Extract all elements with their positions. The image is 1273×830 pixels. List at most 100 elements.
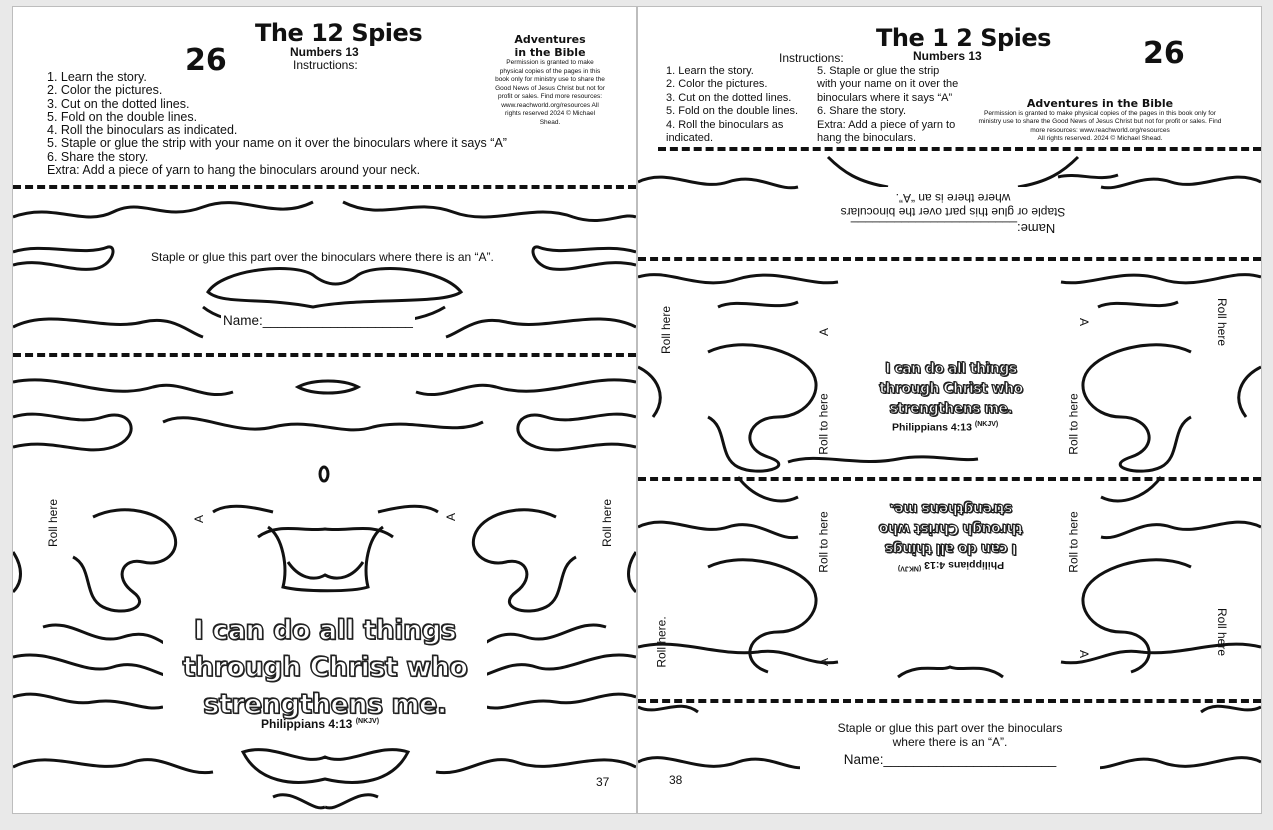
- verse-ref-text: Philippians 4:13: [261, 717, 353, 731]
- verse-reference-lower: Philippians 4:13 (NKJV): [853, 559, 1049, 572]
- verse-version: (NKJV): [355, 718, 380, 725]
- header-panel: [638, 7, 1261, 145]
- brand-block: Adventures in the Bible Permission is gr…: [489, 33, 611, 127]
- verse-box-lower: [853, 499, 1049, 581]
- page-number: 37: [593, 775, 613, 789]
- instruction-item: 5. Fold on the double lines.: [666, 105, 799, 118]
- flipped-strip-line: where there is an “A”.: [895, 191, 1011, 205]
- permission-line: Shead.: [539, 118, 561, 126]
- brand-line-2: in the Bible: [514, 46, 586, 59]
- cut-line: [638, 257, 1261, 261]
- verse-version: (NKJV): [974, 421, 999, 428]
- left-page: 26 The 12 Spies Numbers 13 Instructions:…: [12, 6, 637, 814]
- name-field: Name:____________________: [221, 313, 415, 328]
- roll-here-label: Roll here: [600, 498, 615, 548]
- glue-mark-a: A: [817, 657, 832, 667]
- permission-line: more resources: www.reachworld.org/resou…: [1030, 126, 1170, 134]
- scripture-reference: Numbers 13: [290, 45, 359, 59]
- roll-here-label: Roll here: [659, 305, 674, 355]
- instruction-item: 2. Color the pictures.: [666, 78, 768, 91]
- permission-line: Permission is granted to make: [506, 59, 594, 66]
- verse-line: through Christ who: [879, 381, 1024, 398]
- flipped-strip-panel: [800, 187, 1100, 247]
- cut-line: [638, 477, 1261, 481]
- lesson-number: 26: [185, 43, 227, 78]
- instruction-item: 5. Staple or glue the strip with your na…: [47, 136, 507, 151]
- permission-line: rights reserved 2024 © Michael: [504, 110, 596, 117]
- instruction-item: with your name on it over the: [817, 78, 959, 91]
- memory-verse-lower: Philippians 4:13 (NKJV) I can do all thi…: [853, 499, 1049, 572]
- verse-line: strengthens me.: [203, 688, 448, 720]
- verse-ref-text: Philippians 4:13: [892, 421, 972, 434]
- right-coloring-outline: [638, 155, 1261, 770]
- bottom-strip-line: Staple or glue this part over the binocu…: [837, 721, 1063, 735]
- instructions-heading: Instructions:: [779, 51, 844, 65]
- page-title: The 12 Spies: [255, 19, 423, 47]
- flipped-name-field: Name:_______________________: [850, 221, 1056, 236]
- roll-to-here-label: Roll to here: [816, 511, 831, 573]
- permission-line: www.reachworld.org/resources All: [501, 101, 599, 109]
- permission-line: profit or sales. Find more resources:: [497, 93, 603, 100]
- instruction-item: 4. Roll the binoculars as indicated.: [47, 123, 238, 138]
- verse-line: strengthens me.: [889, 501, 1013, 518]
- bottom-strip-panel: [800, 715, 1100, 781]
- glue-mark-a: A: [817, 327, 832, 337]
- permission-text: Permission is granted to make physical c…: [965, 110, 1235, 144]
- permission-line: Good News of Jesus Christ but not for: [495, 84, 605, 92]
- roll-here-label: Roll here: [1215, 297, 1230, 347]
- permission-line: book only for ministry use to share the: [495, 76, 605, 83]
- verse-reference: Philippians 4:13 (NKJV): [261, 717, 379, 731]
- instruction-item: 5. Staple or glue the strip: [817, 65, 940, 77]
- page-number: 38: [666, 773, 686, 787]
- verse-line: through Christ who: [879, 521, 1023, 538]
- instruction-item: hang the binoculars.: [817, 132, 917, 145]
- verse-version: (NKJV): [897, 564, 922, 572]
- strip-instruction: Staple or glue this part over the binocu…: [151, 250, 494, 264]
- bottom-strip: Staple or glue this part over the binocu…: [800, 721, 1100, 767]
- cut-line: [13, 185, 636, 189]
- roll-here-label: Roll here.: [654, 616, 669, 668]
- roll-to-here-label: Roll to here: [1066, 393, 1081, 455]
- instructions-column-2: 5. Staple or glue the strip with your na…: [817, 65, 958, 145]
- flipped-strip-line: Staple or glue this part over the binocu…: [840, 205, 1066, 219]
- verse-line: I can do all things: [885, 541, 1017, 558]
- instruction-item: 1. Learn the story.: [47, 70, 147, 84]
- glue-mark-a: A: [1077, 317, 1092, 327]
- instruction-item: 6. Share the story.: [47, 149, 149, 164]
- header-panel: [13, 7, 636, 187]
- page-title: The 1 2 Spies: [876, 24, 1051, 52]
- instruction-item: 1. Learn the story.: [666, 65, 754, 77]
- instruction-item: indicated.: [666, 132, 714, 145]
- cut-line: [13, 353, 636, 357]
- roll-here-label: Roll here: [1215, 607, 1230, 657]
- flipped-strip: Name:_______________________ Staple or g…: [808, 191, 1098, 236]
- permission-text: Permission is granted to make physical c…: [489, 59, 611, 127]
- verse-ref-text: Philippians 4:13: [924, 559, 1005, 571]
- verse-box-upper: [853, 359, 1049, 441]
- glue-mark-a: A: [1077, 649, 1092, 659]
- instruction-item: 4. Roll the binoculars as: [666, 118, 784, 131]
- instructions-list: 1. Learn the story. 2. Color the picture…: [47, 70, 507, 178]
- memory-verse-upper: I can do all things through Christ who s…: [853, 359, 1049, 419]
- instruction-item: 6. Share the story.: [817, 105, 907, 118]
- memory-verse: I can do all things through Christ who s…: [163, 612, 487, 723]
- brand-line-1: Adventures: [514, 33, 586, 46]
- roll-to-here-label: Roll to here: [1066, 511, 1081, 573]
- right-page: The 1 2 Spies Numbers 13 26 Instructions…: [637, 6, 1262, 814]
- verse-reference-upper: Philippians 4:13 (NKJV): [892, 421, 998, 434]
- glue-mark-a: A: [192, 514, 207, 524]
- instruction-item: Extra: Add a piece of yarn to hang the b…: [47, 163, 421, 178]
- instruction-item: binoculars where it says “A”: [817, 91, 953, 104]
- verse-box: [163, 612, 487, 742]
- verse-line: through Christ who: [182, 651, 469, 683]
- permission-line: Permission is granted to make physical c…: [983, 110, 1216, 117]
- instructions-heading: Instructions:: [293, 58, 358, 72]
- instruction-item: Extra: Add a piece of yarn to: [817, 118, 956, 131]
- instruction-item: 5. Fold on the double lines.: [47, 109, 198, 124]
- permission-line: ministry use to share the Good News of J…: [978, 118, 1222, 126]
- instructions-column-1: 1. Learn the story. 2. Color the picture…: [666, 65, 798, 145]
- instruction-item: 2. Color the pictures.: [47, 83, 163, 98]
- instruction-item: 3. Cut on the dotted lines.: [666, 91, 792, 104]
- permission-line: All rights reserved. 2024 © Michael Shea…: [1037, 135, 1163, 143]
- roll-here-label: Roll here: [46, 498, 61, 548]
